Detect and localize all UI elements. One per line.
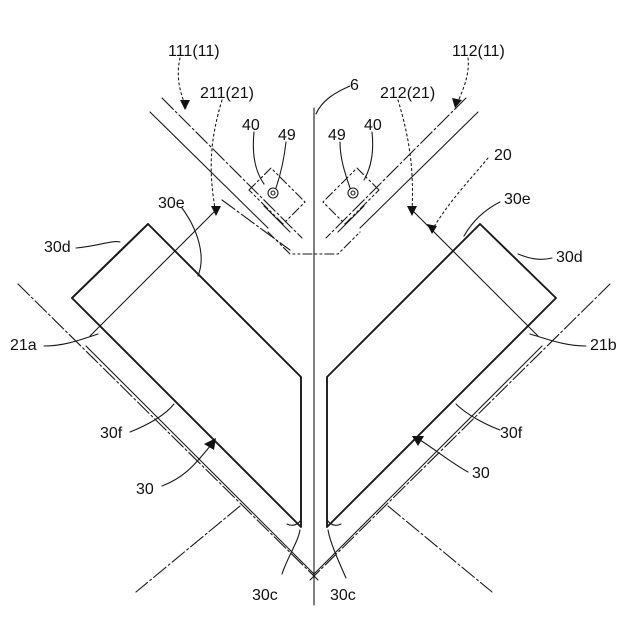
label-30c-left: 30c [252,587,278,604]
left-fastener-49 [268,188,278,198]
arrow-111 [180,100,190,110]
leader-49b [340,142,350,188]
label-30f-right: 30f [500,425,523,442]
left-panel-30d-edge [72,224,148,298]
label-30e-right: 30e [504,191,531,208]
label-20: 20 [494,147,512,164]
left-panel-30 [72,224,301,527]
arrow-20 [427,224,437,234]
leader-212 [398,100,412,214]
label-111: 111(11) [168,43,220,60]
label-49a: 49 [278,127,296,144]
label-30f-left: 30f [100,425,123,442]
left-fastener-49-inner [271,191,275,195]
arrow-30L [204,438,216,450]
arrow-211 [211,206,221,216]
right-panel-30 [327,224,556,527]
left-outer-dash [18,284,318,580]
label-30d-right: 30d [556,249,583,266]
label-6: 6 [350,77,359,94]
leader-30dR [518,254,552,259]
leader-20 [432,158,488,230]
arrow-212 [407,206,417,216]
label-30c-right: 30c [330,587,356,604]
right-fastener-49 [348,188,358,198]
leader-112 [456,58,468,106]
label-30d-left: 30d [44,239,71,256]
right-outer-dash [310,284,610,580]
leader-30eL [182,208,201,276]
leader-40b [364,132,373,180]
right-bracket-40 [323,168,379,224]
right-outer-solid [314,346,542,574]
upper-left-dash-line-111 [162,98,302,238]
label-30e-left: 30e [158,195,185,212]
leader-30eR [464,202,500,236]
upper-left-dash-line-211 [222,200,290,250]
upper-right-dash-line-112 [326,98,466,238]
left-outer-solid [86,346,314,574]
right-fastener-49-inner [351,191,355,195]
leader-6 [316,86,350,114]
label-40a: 40 [242,117,260,134]
label-21a: 21a [10,337,37,354]
right-lower-dash [388,506,492,592]
leader-30R [420,440,468,472]
label-30-left: 30 [136,481,154,498]
label-112: 112(11) [452,43,505,60]
label-211: 211(21) [200,85,254,102]
label-49b: 49 [328,127,346,144]
leader-30dL [76,242,120,248]
label-30-right: 30 [472,465,490,482]
label-21b: 21b [590,337,617,354]
left-lower-dash [136,506,240,592]
label-40b: 40 [364,117,382,134]
label-212: 212(21) [380,85,435,102]
leader-30cL [282,530,300,574]
